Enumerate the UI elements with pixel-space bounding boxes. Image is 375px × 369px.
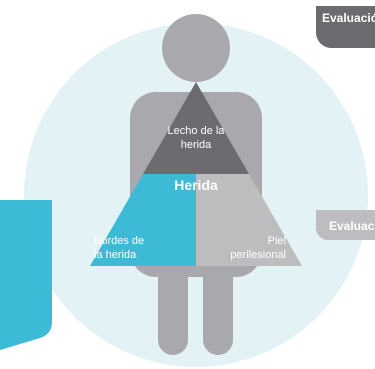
right-leg [203,255,233,355]
lecho-label: Lecho de la herida [146,124,246,152]
head [162,14,230,82]
tab-mid[interactable] [316,210,375,240]
left-panel[interactable] [0,200,52,350]
left-leg [158,255,188,355]
wound-triangle [90,82,302,266]
piel-label-line2: perilesional [230,249,286,261]
bordes-label-line1: Bordes de [94,235,145,247]
segment-piel[interactable] [196,174,302,266]
tab-mid-label: Evaluación [329,219,375,233]
center-label: Herida [174,177,218,193]
segment-lecho[interactable] [143,82,249,174]
bordes-label: Bordes de la herida [94,234,164,262]
segment-bordes[interactable] [90,174,196,266]
tab-top-label: Evaluación [322,11,375,25]
bordes-label-line2: la herida [94,249,137,261]
lecho-label-line1: Lecho de la [167,125,225,137]
piel-label-line1: Piel [267,235,286,247]
piel-label: Piel perilesional [214,234,286,262]
tab-top[interactable] [316,6,375,48]
lecho-label-line2: herida [180,139,212,151]
